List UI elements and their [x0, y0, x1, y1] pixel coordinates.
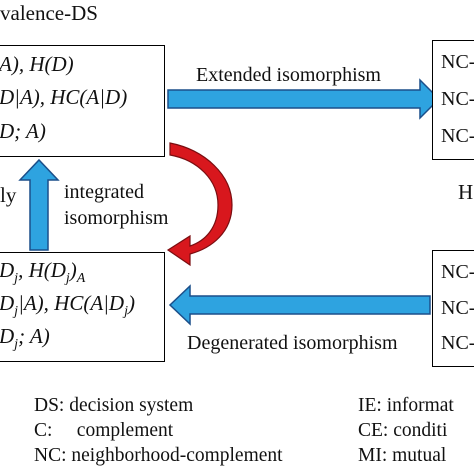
right-bottom-item-3: NC-: [441, 332, 474, 354]
lb1-end: ): [69, 258, 77, 282]
integrated-label: integrated: [64, 181, 144, 203]
lb1-sub: j: [14, 271, 19, 287]
legend-right-3: MI: mutual: [358, 445, 447, 466]
extended-isomorphism-arrow: [167, 78, 441, 120]
right-bottom-item-2: NC-: [441, 297, 474, 319]
legend-left-1: DS: decision system: [34, 395, 194, 416]
isomorphism-label: isomorphism: [64, 207, 169, 229]
lb1-d: D: [0, 258, 15, 282]
lb1-sub2: j: [65, 271, 70, 287]
legend-right-1: IE: informat: [358, 395, 454, 416]
red-curved-arrow: [166, 142, 233, 267]
left-top-line-2: D|A), HC(A|D): [0, 85, 128, 109]
right-middle-label: H: [458, 180, 474, 204]
left-middle-label: ly: [0, 183, 17, 207]
legend-left-2: C: complement: [34, 420, 174, 441]
lb1-subA: A: [76, 271, 86, 287]
right-bottom-item-1: NC-: [441, 261, 474, 283]
left-top-line-1: A), H(D): [0, 52, 74, 76]
lb2-d: D: [0, 291, 15, 315]
lb2-sub: j: [14, 304, 19, 320]
integrated-isomorphism-arrow: [18, 158, 60, 251]
lb1-rest: , H(D: [18, 258, 66, 282]
right-top-item-1: NC-: [441, 51, 474, 73]
diagram-title: valence-DS: [0, 1, 98, 25]
degenerated-isomorphism-label: Degenerated isomorphism: [187, 332, 398, 354]
left-bottom-box: Dj, H(Dj)A Dj|A), HC(A|Dj) Dj; A): [0, 252, 165, 362]
right-top-item-2: NC-: [441, 88, 474, 110]
lb2-sub2: j: [124, 304, 128, 320]
left-top-box: A), H(D) D|A), HC(A|D) D; A): [0, 45, 165, 157]
legend-left-3: NC: neighborhood-complement: [34, 445, 283, 466]
lb3-rest: ; A): [18, 324, 50, 348]
left-bottom-line-3: Dj; A): [0, 324, 50, 353]
lb2-rest: |A), HC(A|D: [18, 291, 125, 315]
left-top-line-3: D; A): [0, 119, 46, 143]
right-top-box: NC- NC- NC-: [432, 40, 474, 160]
lb2-end: ): [127, 291, 135, 315]
left-bottom-line-1: Dj, H(Dj)A: [0, 258, 85, 287]
extended-isomorphism-label: Extended isomorphism: [196, 64, 381, 86]
right-top-item-3: NC-: [441, 125, 474, 147]
right-bottom-box: NC- NC- NC-: [432, 250, 474, 367]
lb3-sub: j: [14, 337, 19, 353]
degenerated-isomorphism-arrow: [168, 284, 431, 326]
lb3-d: D: [0, 324, 15, 348]
legend-right-2: CE: conditi: [358, 420, 448, 441]
left-bottom-line-2: Dj|A), HC(A|Dj): [0, 291, 135, 320]
